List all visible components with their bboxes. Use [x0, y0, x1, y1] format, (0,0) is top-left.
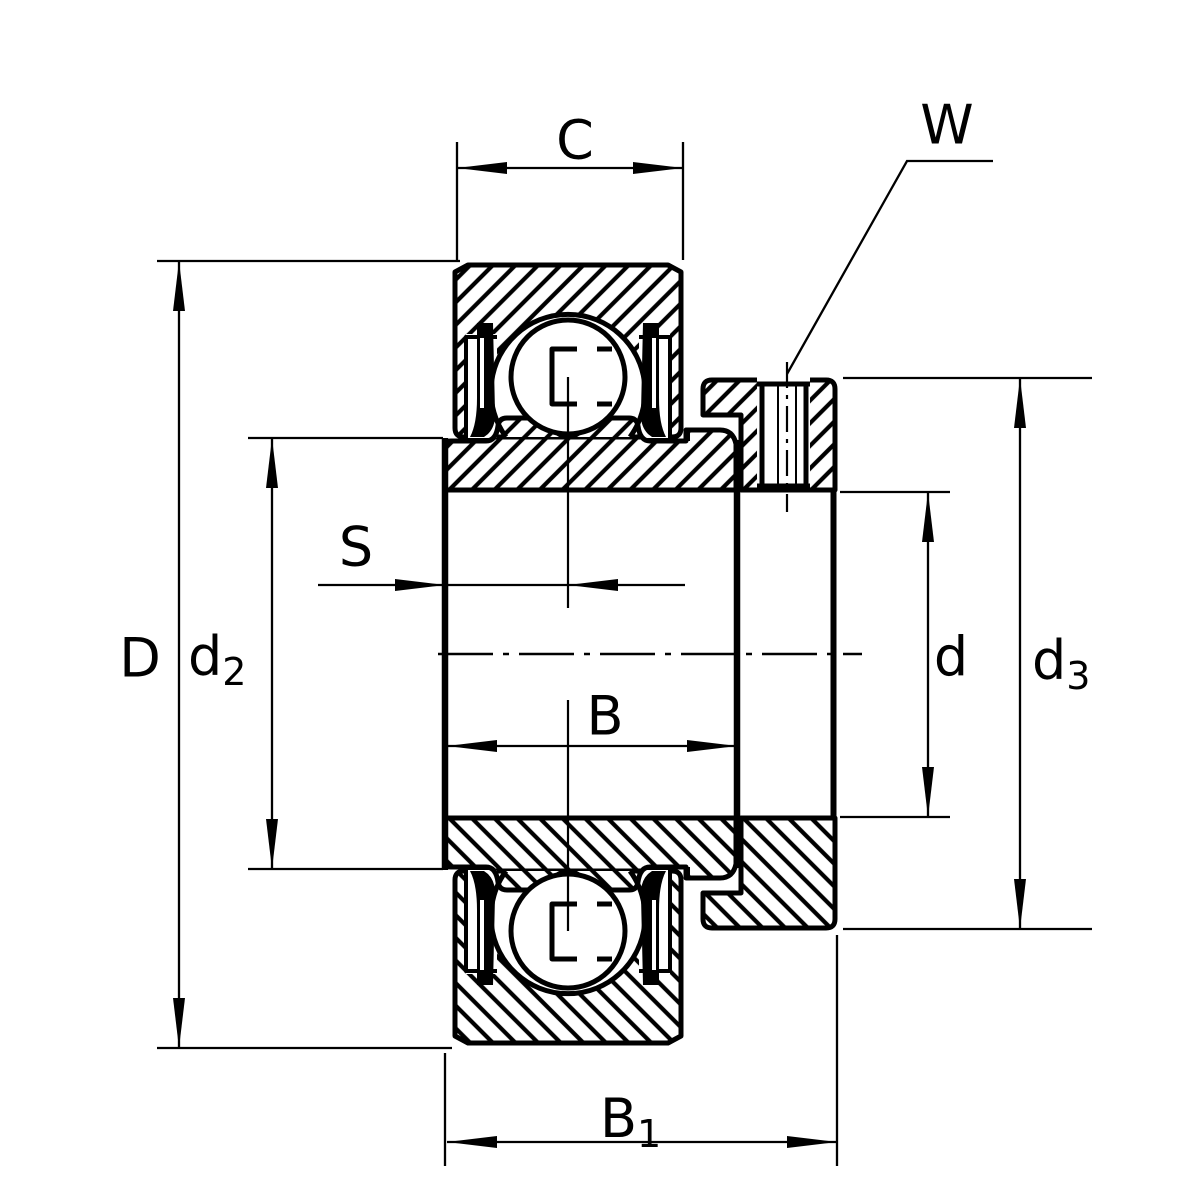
cage-mark [549, 346, 612, 407]
dimension-B1 [443, 935, 839, 1166]
dimension-label-S: S [339, 516, 373, 579]
dimension-label-d3: d3 [1032, 629, 1090, 699]
dimension-label-W: W [920, 94, 973, 157]
dimension-labels: C W D d2 S B d d3 B1 [119, 94, 1090, 1157]
dimension-d [840, 490, 950, 819]
seal-left [470, 323, 496, 437]
dimension-B [447, 740, 737, 752]
dimension-S [318, 579, 685, 591]
dimension-C [455, 142, 685, 260]
dimension-label-B1: B1 [600, 1087, 661, 1157]
dimension-d3 [843, 376, 1092, 931]
set-screw [757, 362, 810, 512]
dimension-W-leader [785, 159, 993, 375]
dimension-label-B: B [586, 685, 623, 748]
dimension-label-d: d [934, 626, 968, 689]
dimension-label-d2: d2 [188, 625, 246, 695]
dimension-lines [157, 142, 1092, 1166]
dimension-D [157, 259, 460, 1050]
dimension-d2 [248, 436, 443, 871]
dimension-label-C: C [556, 109, 594, 172]
dimension-label-D: D [119, 627, 161, 690]
seal-right [640, 323, 666, 437]
